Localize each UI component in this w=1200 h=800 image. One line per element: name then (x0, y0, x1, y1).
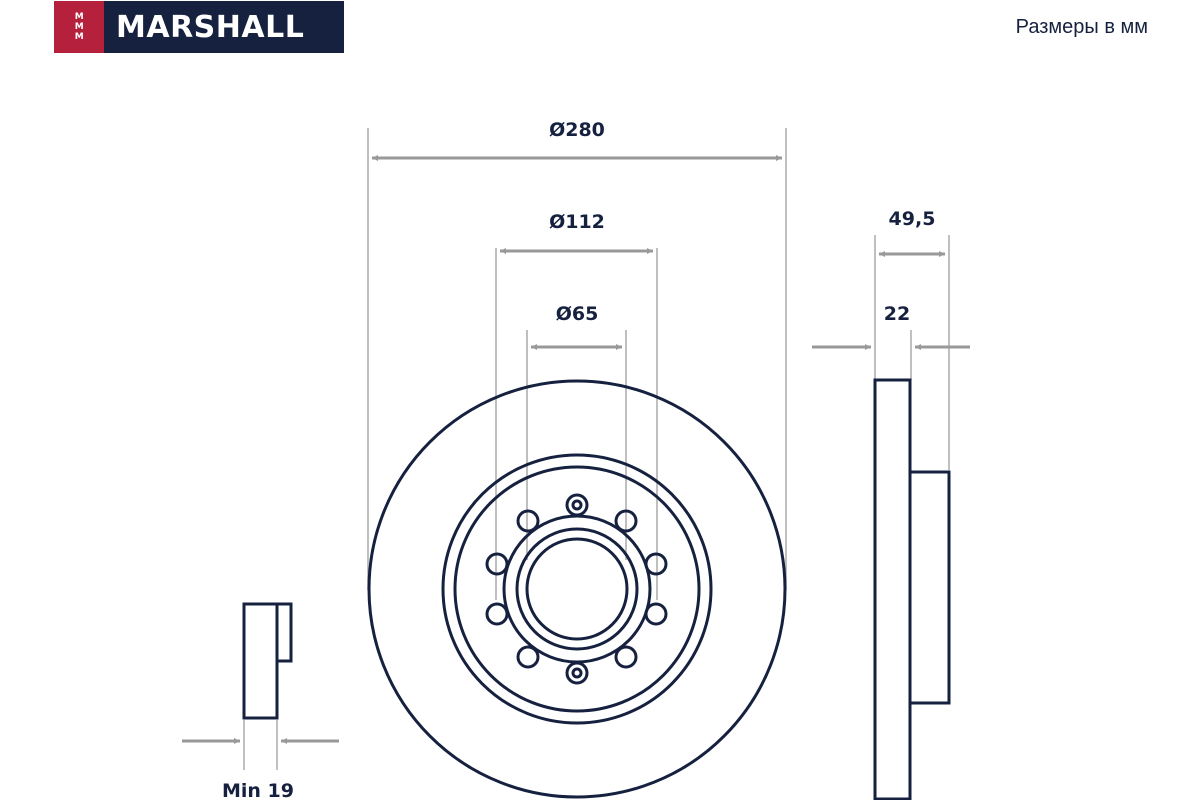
bolt-hole (516, 645, 540, 669)
bolt-hole (614, 645, 638, 669)
center-bore-outer (515, 527, 639, 651)
locator-hole (565, 493, 589, 517)
dim-thickness: 22 (884, 303, 910, 325)
bolt-hole (485, 602, 509, 626)
bolt-hole (516, 509, 540, 533)
dim-center-bore: Ø65 (556, 303, 599, 325)
disc-friction-inner-edge (441, 453, 713, 725)
dim-bolt-circle: Ø112 (549, 211, 605, 233)
dimension-lines (182, 155, 970, 744)
dim-min-thickness: Min 19 (222, 780, 294, 800)
dim-total-height: 49,5 (889, 208, 936, 230)
disc-side-view (873, 378, 951, 800)
extension-lines (243, 128, 950, 770)
min-thickness-section (242, 602, 279, 720)
brand-logo: M M M MARSHALL (54, 1, 344, 53)
brand-mark-icon: M M M (54, 1, 104, 53)
units-note: Размеры в мм (1015, 16, 1148, 38)
brand-name: MARSHALL (116, 9, 305, 45)
locator-hole (565, 661, 589, 685)
locator-hole-core (571, 499, 583, 511)
center-bore (525, 537, 629, 641)
disc-outer-edge (367, 379, 787, 799)
bolt-hole (485, 552, 509, 576)
bolt-hole (644, 552, 668, 576)
locator-hole-core (571, 667, 583, 679)
dim-outer-diameter: Ø280 (549, 119, 605, 141)
min-thickness-lip (275, 602, 293, 663)
min-thickness-view (242, 602, 293, 720)
disc-hub-edge (453, 465, 701, 713)
bolt-hole (614, 509, 638, 533)
bolt-hole (644, 602, 668, 626)
disc-side-hat (908, 470, 951, 705)
disc-front-view (367, 379, 787, 799)
disc-side-friction (873, 378, 912, 800)
